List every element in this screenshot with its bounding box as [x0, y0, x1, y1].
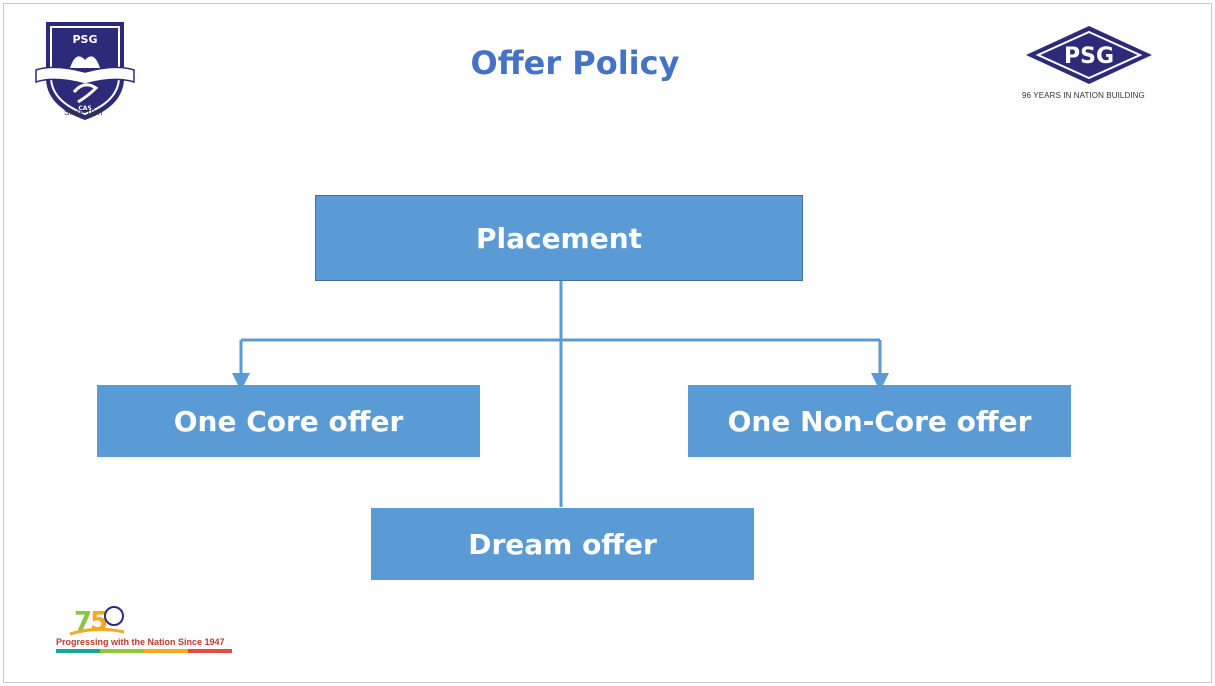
page-title: Offer Policy [470, 44, 680, 82]
anniversary-75-logo: 7 5 [69, 606, 125, 637]
node-core-offer: One Core offer [97, 385, 480, 457]
node-dream-offer: Dream offer [371, 508, 754, 580]
anniversary-color-bar [56, 649, 232, 653]
psg-diamond-logo: PSG [1026, 26, 1152, 84]
diagram-connectors [232, 280, 889, 507]
anniversary-tagline: Progressing with the Nation Since 1947 [56, 637, 225, 647]
crest-letters: PSG [72, 33, 97, 46]
crest-sub: CAS [78, 105, 91, 112]
slide: PSG CAS Since 1947 Offer Policy PSG 96 Y… [3, 3, 1212, 683]
node-noncore-offer: One Non-Core offer [688, 385, 1071, 457]
college-crest-logo: PSG CAS [35, 22, 135, 120]
college-since: Since 1947 [63, 108, 105, 117]
psg-logo-letters: PSG [1064, 44, 1114, 69]
psg-tagline: 96 YEARS IN NATION BUILDING [1022, 91, 1145, 100]
node-placement: Placement [315, 195, 803, 281]
